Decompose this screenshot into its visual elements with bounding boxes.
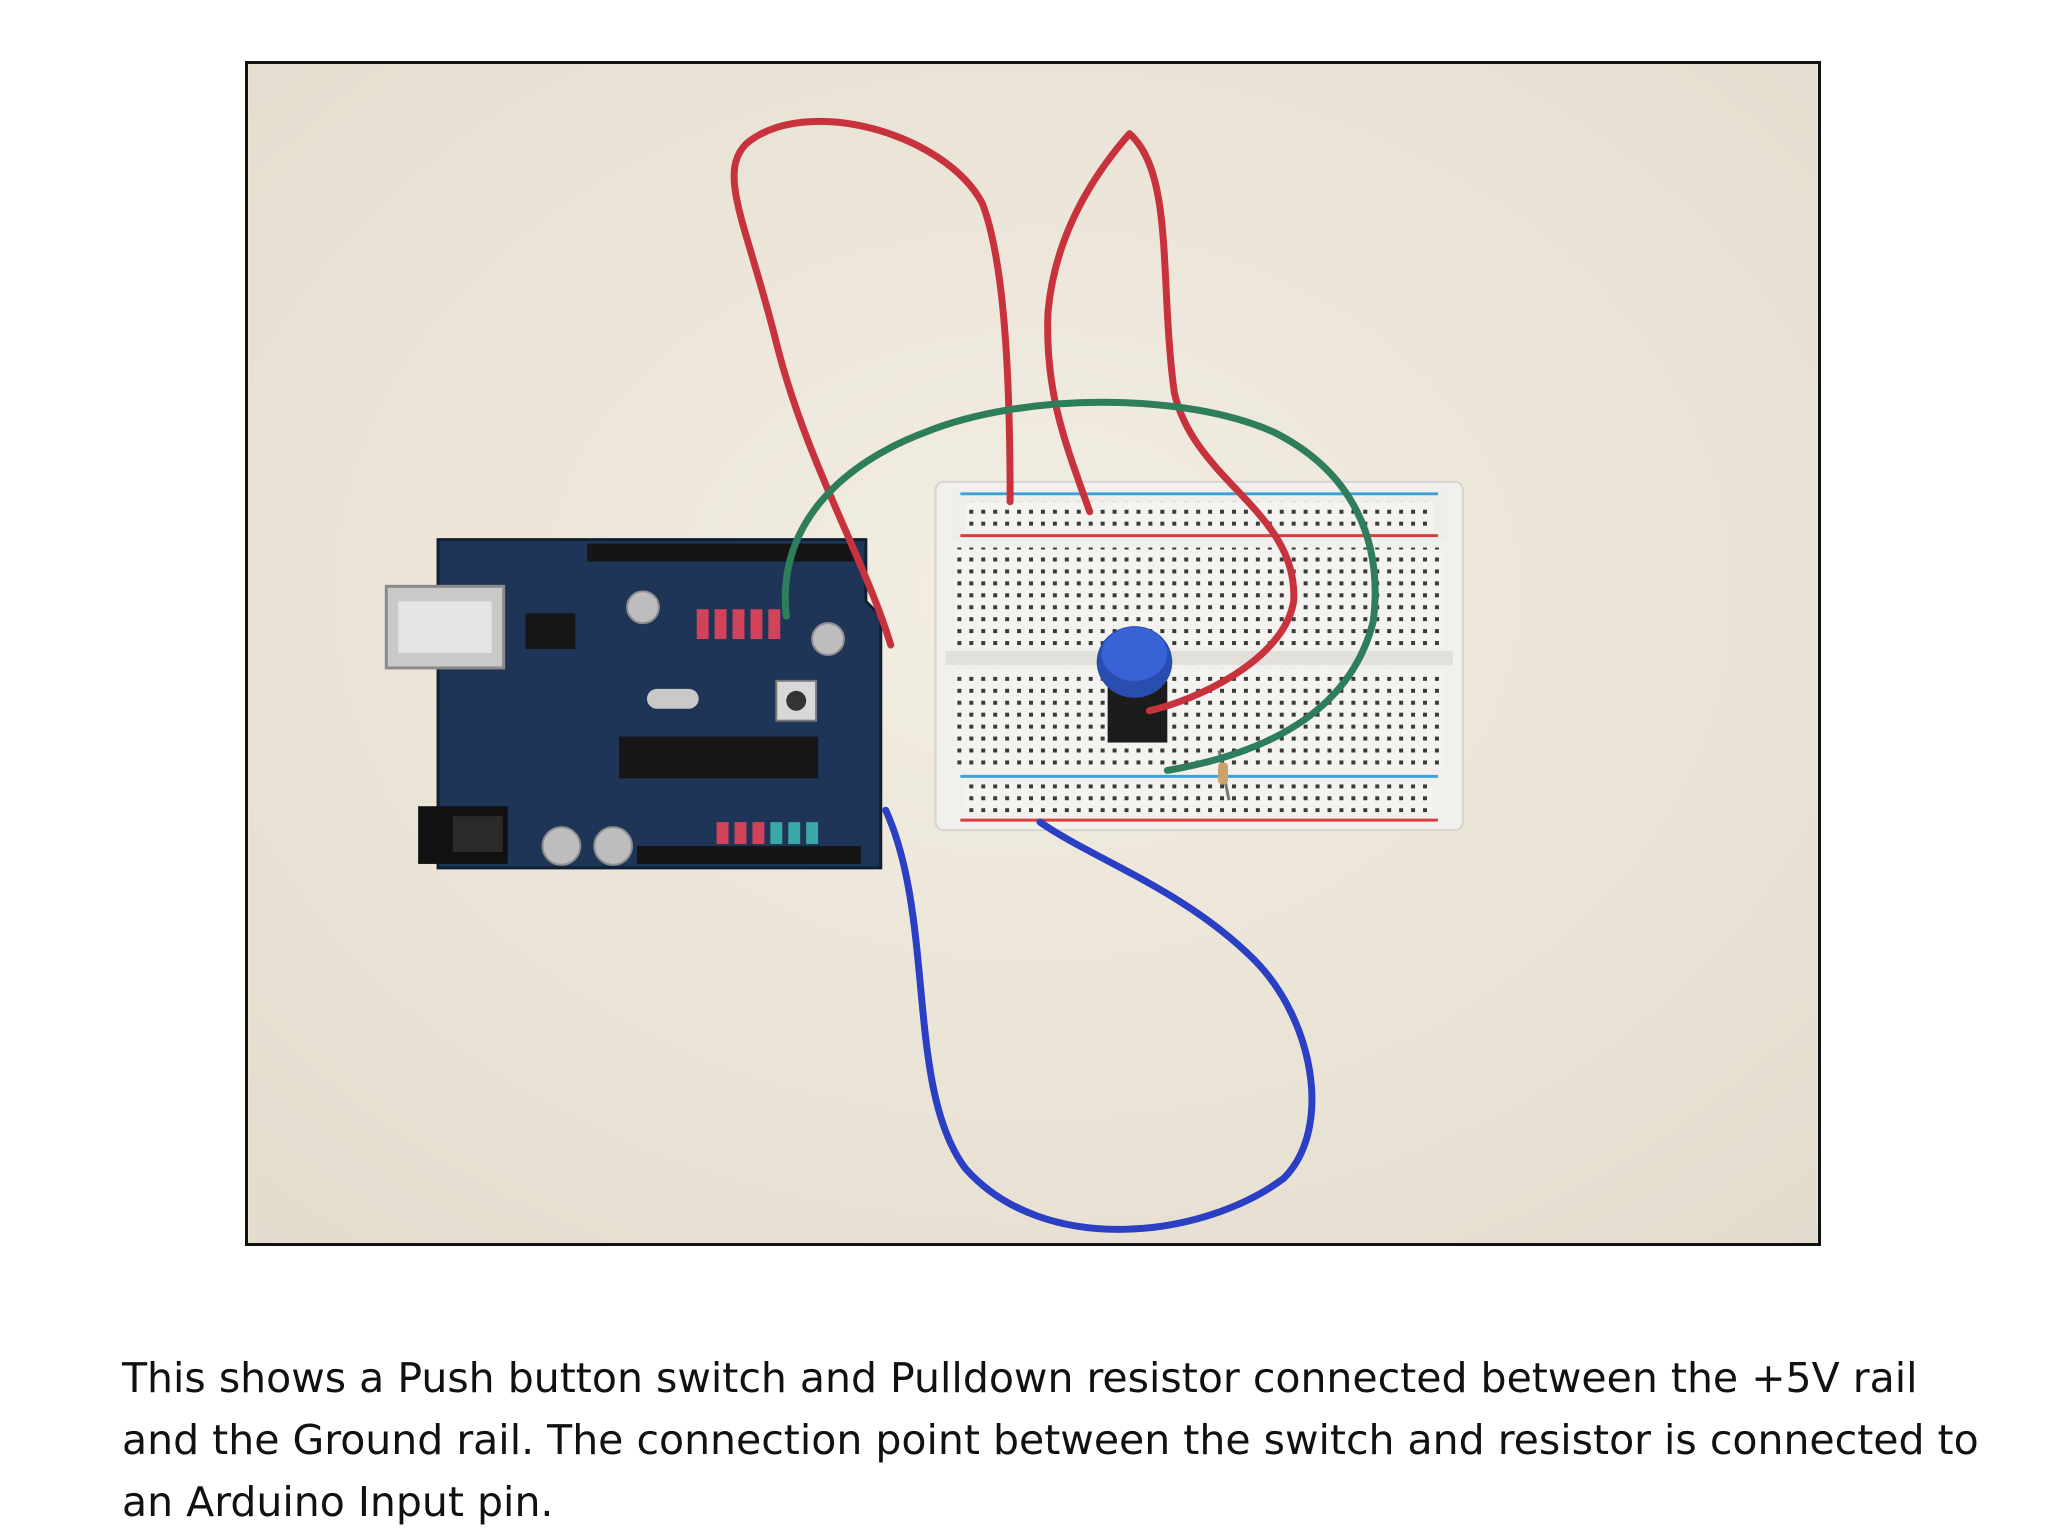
lower-terminal-strip: [955, 668, 1443, 769]
circuit-illustration: [248, 64, 1818, 1243]
circuit-photo: [245, 61, 1821, 1246]
upper-terminal-strip: [955, 547, 1443, 648]
red-wire-5v-right: [1044, 130, 1298, 715]
capacitor-icon: [626, 590, 660, 625]
chip-icon: [619, 736, 819, 779]
analog-header: [637, 846, 861, 864]
center-channel: [945, 651, 1453, 665]
figure-caption: This shows a Push button switch and Pull…: [122, 1354, 1979, 1526]
digital-header: [587, 543, 856, 562]
red-wire-5v-left: [730, 118, 1014, 649]
breadboard: [934, 480, 1464, 832]
blue-wire-ground: [882, 806, 1316, 1233]
push-button-icon: [1096, 626, 1173, 743]
green-wire-input: [781, 398, 1379, 774]
arduino-board: [384, 538, 883, 870]
